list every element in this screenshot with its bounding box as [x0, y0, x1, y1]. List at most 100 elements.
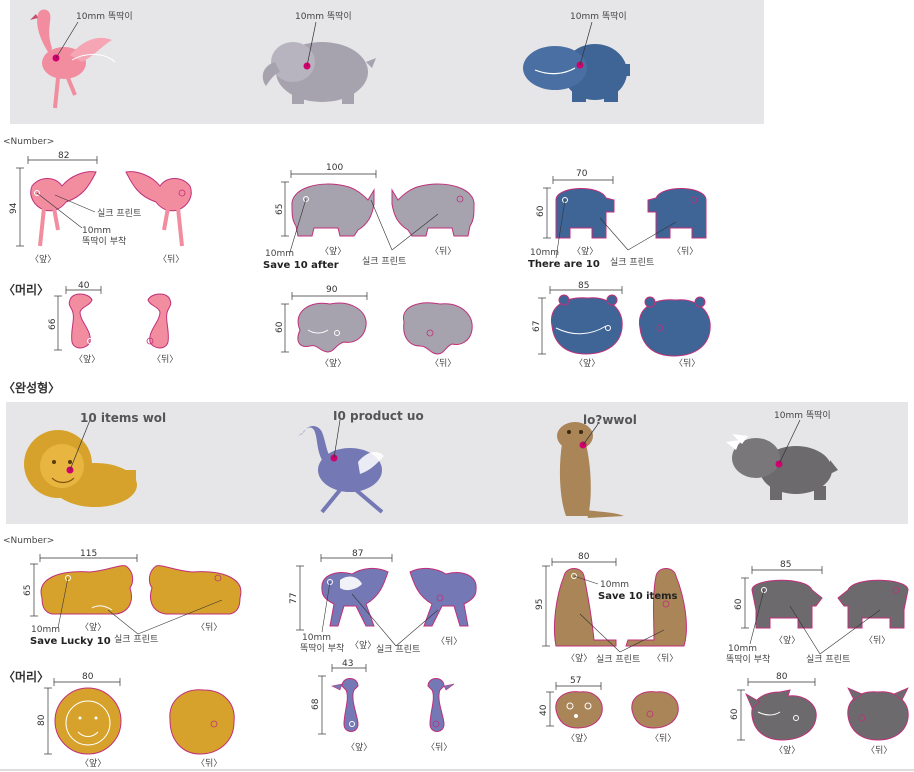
flamingo-silk: 실크 프린트 — [97, 208, 141, 219]
elephant-pattern — [281, 170, 475, 253]
meerkat-width: 80 — [578, 552, 590, 562]
flamingo-front: 〈앞〉 — [30, 253, 56, 265]
elephant-silk: 실크 프린트 — [362, 256, 406, 267]
meerkat-head-h: 40 — [539, 704, 549, 716]
elephant-height: 65 — [275, 204, 285, 215]
flamingo-width: 82 — [58, 151, 69, 161]
ostrich-silk: 실크 프린트 — [376, 644, 420, 655]
mid-label-3: lo?wwol — [583, 413, 637, 427]
ostrich-head-back: 〈뒤〉 — [426, 741, 452, 753]
hippo-head-pattern — [538, 286, 711, 357]
elephant-width: 100 — [326, 163, 343, 173]
elephant-head-back: 〈뒤〉 — [430, 357, 456, 369]
hippo-front: 〈앞〉 — [572, 245, 598, 257]
elephant-back: 〈뒤〉 — [430, 245, 456, 257]
head-label-2: 〈머리〉 — [3, 669, 49, 684]
hippo-pattern — [543, 176, 707, 259]
elephant-snap: 10mm — [265, 249, 294, 259]
meerkat-head-pattern — [546, 682, 679, 729]
rhino-head-w: 80 — [776, 672, 788, 682]
meerkat-note: Save 10 items — [598, 591, 678, 602]
rhino-snap2: 똑딱이 부착 — [726, 654, 770, 665]
hippo-note: There are 10 — [528, 259, 600, 270]
flamingo-head-front: 〈앞〉 — [74, 353, 100, 365]
lion-width: 115 — [80, 549, 97, 559]
meerkat-head-w: 57 — [570, 676, 581, 686]
rhino-snap: 10mm — [728, 644, 757, 654]
hippo-back: 〈뒤〉 — [672, 245, 698, 257]
mid-label-4: 10mm 똑딱이 — [774, 410, 831, 421]
number-label-1: <Number> — [3, 137, 54, 147]
meerkat-front: 〈앞〉 — [566, 652, 592, 664]
ostrich-front: 〈앞〉 — [350, 639, 376, 651]
ostrich-head-front: 〈앞〉 — [346, 741, 372, 753]
top-label-1: 10mm 똑딱이 — [76, 11, 133, 22]
ostrich-snap2: 똑딱이 부착 — [300, 643, 344, 654]
flamingo-head-w: 40 — [78, 281, 90, 291]
hippo-height: 60 — [536, 205, 546, 217]
rhino-head-back: 〈뒤〉 — [866, 744, 892, 756]
elephant-head-front: 〈앞〉 — [320, 357, 346, 369]
lion-pattern — [30, 554, 242, 635]
mid-label-1: 10 items wol — [80, 411, 166, 425]
flamingo-head-pattern — [54, 286, 172, 351]
meerkat-pattern — [542, 558, 687, 653]
lion-front: 〈앞〉 — [80, 621, 106, 633]
lion-back: 〈뒤〉 — [196, 621, 222, 633]
rhino-back: 〈뒤〉 — [864, 634, 890, 646]
elephant-head-w: 90 — [326, 285, 338, 295]
top-label-2: 10mm 똑딱이 — [295, 11, 352, 22]
meerkat-head-front: 〈앞〉 — [566, 732, 592, 744]
flamingo-head-h: 66 — [48, 318, 58, 330]
rhino-head-front: 〈앞〉 — [774, 744, 800, 756]
hippo-head-front: 〈앞〉 — [574, 357, 600, 369]
flamingo-height: 94 — [9, 202, 19, 214]
ostrich-width: 87 — [352, 549, 363, 559]
elephant-head-pattern — [281, 292, 473, 355]
number-label-2: <Number> — [3, 536, 54, 546]
elephant-note: Save 10 after — [263, 260, 339, 271]
lion-silk: 실크 프린트 — [114, 634, 158, 645]
lion-head-back: 〈뒤〉 — [196, 757, 222, 769]
ostrich-head-h: 68 — [311, 698, 321, 710]
rhino-silk: 실크 프린트 — [806, 654, 850, 665]
meerkat-height: 95 — [535, 599, 545, 610]
elephant-head-h: 60 — [275, 321, 285, 333]
rhino-height: 60 — [734, 598, 744, 610]
lion-head-pattern — [44, 678, 235, 755]
lion-plush — [24, 419, 137, 507]
rhino-plush — [726, 419, 838, 500]
mid-label-2: I0 product uo — [333, 409, 424, 423]
flamingo-pattern — [16, 156, 192, 247]
rhino-pattern — [741, 566, 909, 655]
flamingo-head-back: 〈뒤〉 — [152, 353, 178, 365]
ostrich-plush — [298, 419, 384, 514]
top-label-3: 10mm 똑딱이 — [570, 11, 627, 22]
elephant-front: 〈앞〉 — [320, 245, 346, 257]
rhino-width: 85 — [780, 560, 791, 570]
hippo-silk: 실크 프린트 — [610, 257, 654, 268]
hippo-width: 70 — [576, 169, 588, 179]
hippo-head-back: 〈뒤〉 — [674, 357, 700, 369]
meerkat-snap: 10mm — [600, 580, 629, 590]
flamingo-snap2: 똑딱이 부착 — [82, 236, 126, 247]
head-label-1: 〈머리〉 — [3, 282, 49, 297]
rhino-front: 〈앞〉 — [774, 634, 800, 646]
lion-height: 65 — [23, 585, 33, 596]
complete-label: 〈완성형〉 — [3, 380, 60, 395]
lion-head-w: 80 — [82, 672, 94, 682]
lion-head-front: 〈앞〉 — [80, 757, 106, 769]
meerkat-silk: 실크 프린트 — [596, 654, 640, 665]
hippo-head-h: 67 — [532, 321, 542, 332]
lion-snap: 10mm — [31, 625, 60, 635]
rhino-head-h: 60 — [730, 708, 740, 720]
hippo-snap: 10mm — [530, 248, 559, 258]
lion-head-h: 80 — [37, 714, 47, 726]
elephant-plush — [262, 21, 376, 104]
ostrich-height: 77 — [289, 593, 299, 604]
flamingo-plush — [30, 9, 116, 109]
rhino-head-pattern — [737, 678, 909, 741]
ostrich-snap: 10mm — [302, 633, 331, 643]
flamingo-snap: 10mm — [82, 226, 111, 236]
